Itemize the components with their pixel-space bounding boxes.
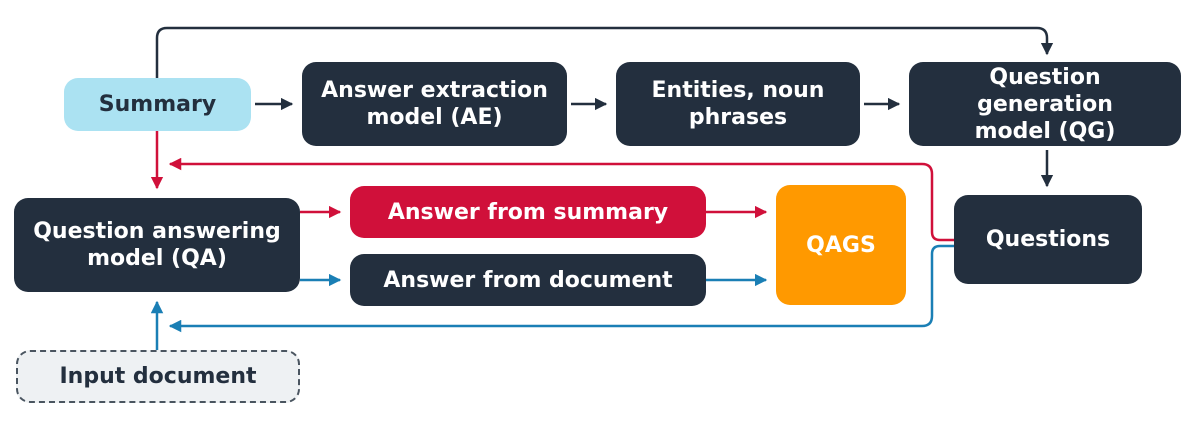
answer-extraction-label-line2: model (AE)	[366, 105, 503, 130]
question-generation-node: Question generation model (QG)	[909, 62, 1181, 146]
answer-from-summary-node: Answer from summary	[350, 186, 706, 238]
input-document-node: Input document	[16, 350, 300, 403]
edge-questions-to-qa-summary	[168, 157, 954, 242]
qags-node: QAGS	[776, 185, 906, 305]
questions-label: Questions	[985, 227, 1111, 252]
question-answering-label-line2: model (QA)	[87, 246, 227, 271]
answer-extraction-label-line1: Answer extraction	[321, 78, 548, 103]
edge-summary-to-qg	[155, 26, 1054, 78]
edge-questions-to-qa-document	[168, 244, 954, 333]
questions-node: Questions	[954, 195, 1142, 284]
qags-label: QAGS	[806, 232, 876, 258]
answer-from-document-label: Answer from document	[383, 267, 673, 293]
entities-node: Entities, noun phrases	[616, 62, 860, 146]
entities-label-line2: phrases	[688, 105, 788, 130]
input-document-label: Input document	[59, 364, 257, 389]
question-answering-node: Question answering model (QA)	[14, 198, 300, 292]
answer-from-summary-label: Answer from summary	[387, 199, 669, 225]
question-generation-label-line2: model (QG)	[974, 118, 1116, 144]
entities-label-line1: Entities, noun	[651, 78, 825, 103]
answer-from-document-node: Answer from document	[350, 254, 706, 306]
summary-label: Summary	[98, 92, 217, 117]
question-generation-label-line1: Question generation	[977, 64, 1113, 117]
summary-node: Summary	[64, 78, 251, 131]
question-answering-label-line1: Question answering	[33, 219, 281, 244]
answer-extraction-node: Answer extraction model (AE)	[302, 62, 567, 146]
